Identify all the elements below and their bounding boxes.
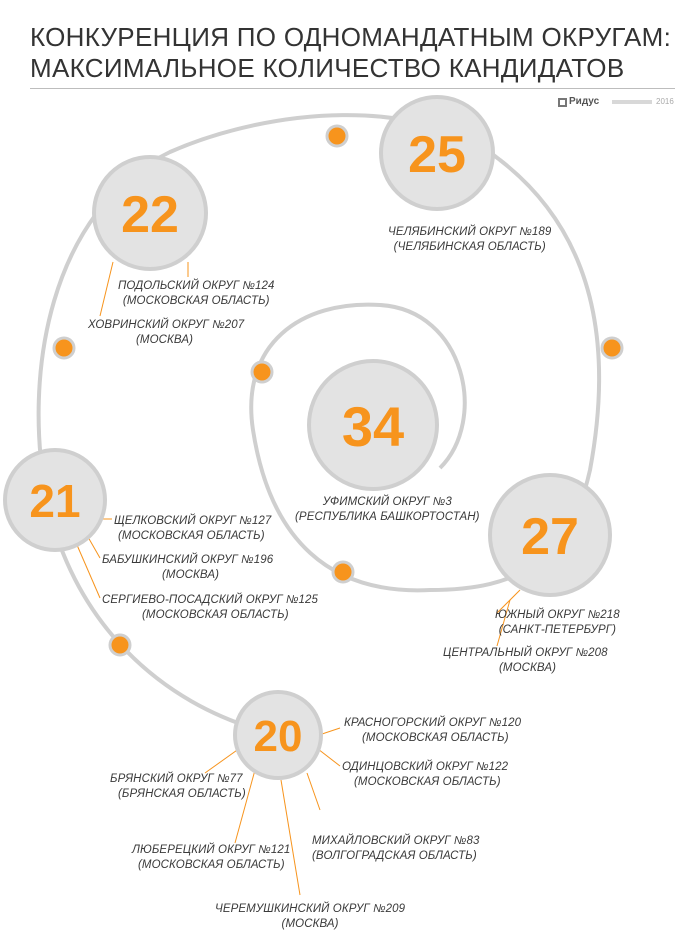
node-34: 34	[307, 359, 439, 491]
district-label: ОДИНЦОВСКИЙ ОКРУГ №122 (МОСКОВСКАЯ ОБЛАС…	[342, 761, 509, 788]
node-20: 20	[233, 690, 323, 780]
spiral-dot	[325, 124, 349, 148]
node-count: 27	[521, 508, 579, 566]
node-count: 25	[408, 126, 466, 184]
node-25: 25	[379, 95, 495, 211]
node-count: 20	[254, 712, 303, 761]
district-label: МИХАЙЛОВСКИЙ ОКРУГ №83 (ВОЛГОГРАДСКАЯ ОБ…	[312, 835, 480, 862]
node-27: 27	[488, 473, 612, 597]
spiral-dots	[52, 124, 624, 657]
district-label: БАБУШКИНСКИЙ ОКРУГ №196 (МОСКВА)	[102, 554, 274, 581]
node-count: 21	[29, 475, 80, 527]
spiral-dot	[52, 336, 76, 360]
district-label: СЕРГИЕВО-ПОСАДСКИЙ ОКРУГ №125 (МОСКОВСКА…	[102, 594, 319, 621]
node-count: 22	[121, 186, 179, 244]
logo-tagline-bar	[612, 100, 652, 104]
spiral-dot	[331, 560, 355, 584]
spiral-dot	[108, 633, 132, 657]
district-label: ЛЮБЕРЕЦКИЙ ОКРУГ №121 (МОСКОВСКАЯ ОБЛАСТ…	[132, 844, 291, 871]
page-title: КОНКУРЕНЦИЯ ПО ОДНОМАНДАТНЫМ ОКРУГАМ: МА…	[30, 22, 672, 84]
spiral-dot	[250, 360, 274, 384]
title-line-1: КОНКУРЕНЦИЯ ПО ОДНОМАНДАТНЫМ ОКРУГАМ:	[30, 22, 672, 52]
district-label: КРАСНОГОРСКИЙ ОКРУГ №120 (МОСКОВСКАЯ ОБЛ…	[344, 717, 522, 744]
title-divider	[30, 88, 675, 89]
district-label: ПОДОЛЬСКИЙ ОКРУГ №124 (МОСКОВСКАЯ ОБЛАСТ…	[118, 280, 275, 307]
spiral-dot	[600, 336, 624, 360]
logo-year: 2016	[656, 97, 674, 106]
district-label: ХОВРИНСКИЙ ОКРУГ №207 (МОСКВА)	[88, 319, 245, 346]
node-count: 34	[342, 395, 404, 458]
district-label: ЧЕРЕМУШКИНСКИЙ ОКРУГ №209 (МОСКВА)	[215, 903, 406, 930]
district-label: ЮЖНЫЙ ОКРУГ №218 (САНКТ-ПЕТЕРБУРГ)	[495, 609, 620, 636]
title-line-2: МАКСИМАЛЬНОЕ КОЛИЧЕСТВО КАНДИДАТОВ	[30, 53, 625, 83]
ridus-logo-icon	[558, 98, 567, 107]
district-label: ЧЕЛЯБИНСКИЙ ОКРУГ №189 (ЧЕЛЯБИНСКАЯ ОБЛА…	[388, 226, 552, 253]
district-label: ЩЕЛКОВСКИЙ ОКРУГ №127 (МОСКОВСКАЯ ОБЛАСТ…	[114, 515, 272, 542]
node-22: 22	[92, 155, 208, 271]
district-label: УФИМСКИЙ ОКРУГ №3 (РЕСПУБЛИКА БАШКОРТОСТ…	[295, 496, 480, 523]
district-label: ЦЕНТРАЛЬНЫЙ ОКРУГ №208 (МОСКВА)	[443, 647, 608, 674]
ridus-logo: Ридус 2016	[558, 96, 675, 110]
logo-name: Ридус	[569, 96, 600, 107]
node-21: 21	[3, 448, 107, 552]
spiral-path	[36, 113, 602, 737]
district-label: БРЯНСКИЙ ОКРУГ №77 (БРЯНСКАЯ ОБЛАСТЬ)	[110, 773, 246, 800]
